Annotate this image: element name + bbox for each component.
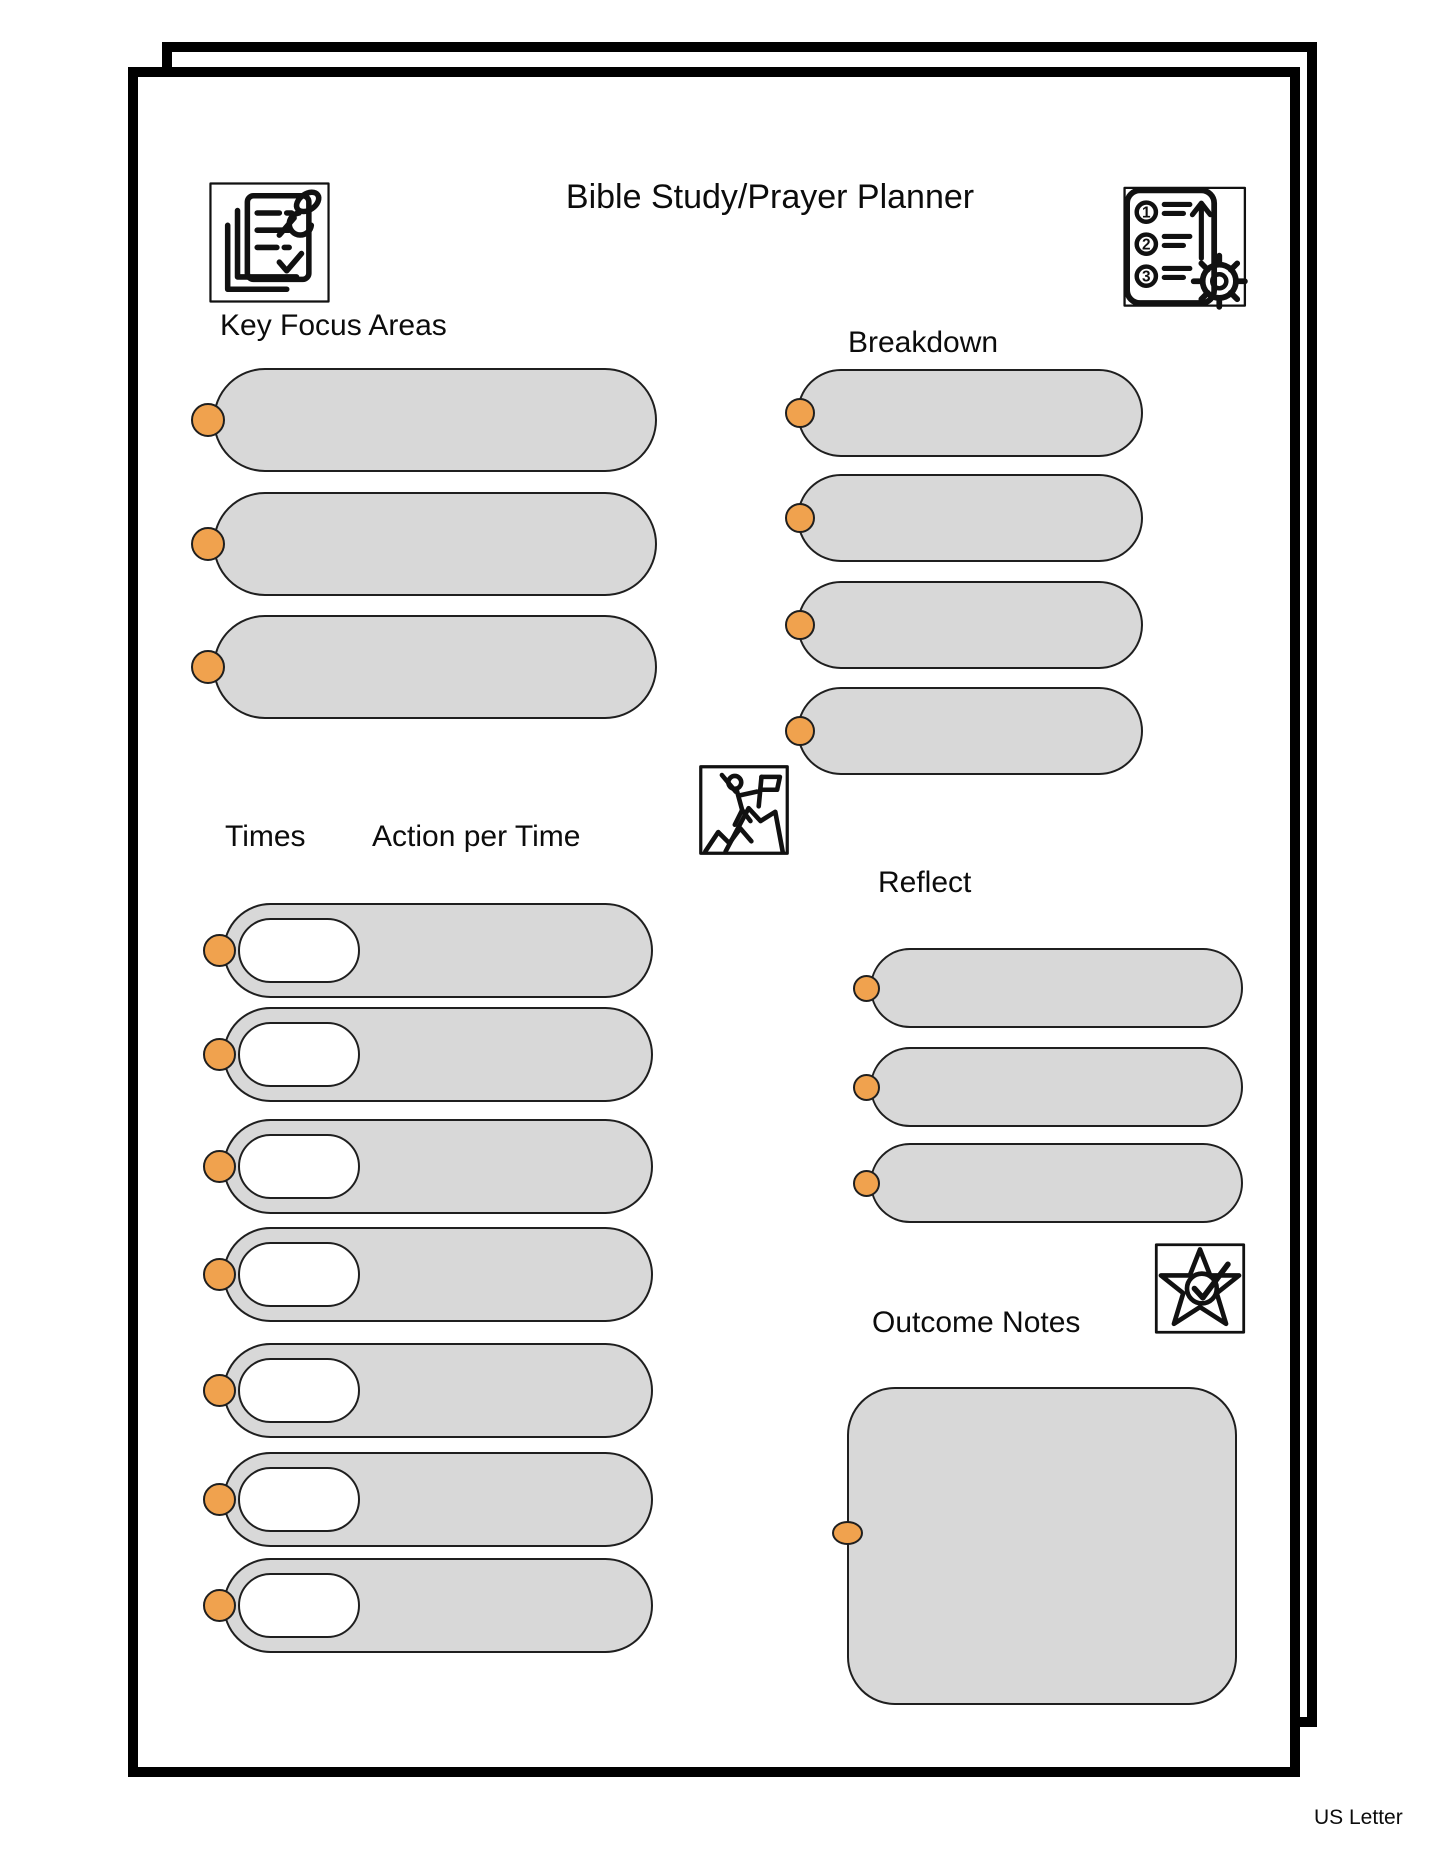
svg-text:3: 3 [1142, 268, 1151, 285]
bullet-dot [191, 527, 225, 561]
time-field-6[interactable] [238, 1467, 360, 1532]
time-field-1[interactable] [238, 918, 360, 983]
reflect-field-3[interactable] [870, 1143, 1243, 1223]
numbered-list-gear-icon: 1 2 3 [1122, 183, 1250, 313]
outcome-notes-field[interactable] [847, 1387, 1237, 1705]
key-focus-field-1[interactable] [213, 368, 657, 472]
key-focus-field-2[interactable] [213, 492, 657, 596]
bullet-dot [832, 1521, 863, 1545]
bullet-dot [203, 1589, 236, 1622]
bullet-dot [853, 1170, 880, 1197]
bullet-dot [785, 716, 815, 746]
bullet-dot [203, 1483, 236, 1516]
section-label-reflect: Reflect [878, 866, 972, 899]
bullet-dot [853, 1074, 880, 1101]
time-field-3[interactable] [238, 1134, 360, 1199]
breakdown-field-3[interactable] [797, 581, 1143, 669]
bullet-dot [191, 650, 225, 684]
page-size-note: US Letter [1314, 1806, 1403, 1829]
bullet-dot [203, 1150, 236, 1183]
bullet-dot [853, 975, 880, 1002]
breakdown-field-2[interactable] [797, 474, 1143, 562]
breakdown-field-1[interactable] [797, 369, 1143, 457]
time-field-5[interactable] [238, 1358, 360, 1423]
time-field-4[interactable] [238, 1242, 360, 1307]
reflect-field-2[interactable] [870, 1047, 1243, 1127]
bullet-dot [191, 403, 225, 437]
breakdown-field-4[interactable] [797, 687, 1143, 775]
section-label-outcome-notes: Outcome Notes [872, 1306, 1081, 1339]
star-checkmark-icon [1148, 1242, 1252, 1335]
bullet-dot [203, 934, 236, 967]
svg-text:2: 2 [1142, 236, 1151, 253]
section-label-times: Times [225, 820, 306, 853]
svg-text:1: 1 [1142, 204, 1151, 221]
mountain-climber-flag-icon [698, 762, 790, 858]
section-label-breakdown: Breakdown [848, 326, 999, 359]
bullet-dot [785, 503, 815, 533]
bullet-dot [203, 1038, 236, 1071]
bullet-dot [203, 1258, 236, 1291]
key-focus-field-3[interactable] [213, 615, 657, 719]
time-field-2[interactable] [238, 1022, 360, 1087]
page-title: Bible Study/Prayer Planner [565, 178, 975, 216]
bullet-dot [785, 398, 815, 428]
reflect-field-1[interactable] [870, 948, 1243, 1028]
section-label-action-per-time: Action per Time [372, 820, 581, 853]
pinned-notes-icon [208, 180, 331, 305]
time-field-7[interactable] [238, 1573, 360, 1638]
bullet-dot [785, 610, 815, 640]
section-label-key-focus-areas: Key Focus Areas [220, 309, 447, 342]
bullet-dot [203, 1374, 236, 1407]
